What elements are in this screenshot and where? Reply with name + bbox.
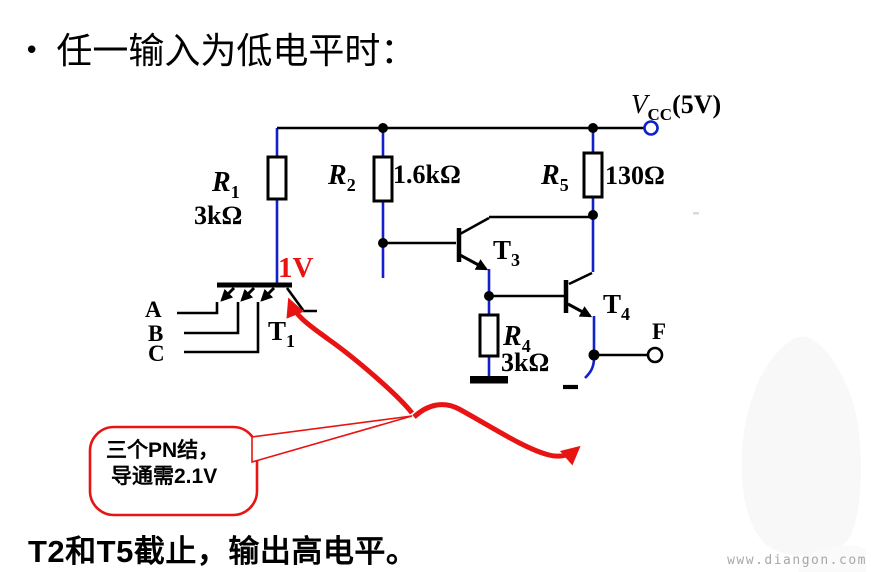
red-arrow-to-base — [286, 297, 414, 415]
t4-collector — [568, 271, 593, 286]
ground-symbol — [470, 376, 508, 384]
red-swoosh-arrow — [412, 402, 581, 466]
r1-value: 3kΩ — [194, 201, 242, 230]
callout-tail — [251, 415, 413, 464]
input-c-wire — [184, 302, 260, 354]
input-c-label: C — [148, 341, 165, 366]
slide-title: • 任一输入为低电平时： — [24, 28, 416, 74]
artifact-speck — [693, 212, 699, 215]
input-b-wire — [184, 302, 240, 335]
resistor-r2 — [372, 155, 394, 203]
r4-label: R4 — [502, 321, 531, 356]
r1-label: R1 — [211, 167, 240, 202]
r2-label: R2 — [327, 160, 356, 195]
t1-emitter-2 — [240, 286, 256, 302]
t1-emitter-1 — [220, 286, 236, 302]
callout-line1: 三个PN结， — [106, 439, 219, 462]
bullet-icon: • — [24, 36, 40, 66]
resistor-r5 — [582, 151, 604, 199]
blue-wires — [275, 128, 596, 379]
t4-emitter — [567, 302, 593, 318]
emitter-arrows — [220, 253, 593, 318]
conclusion-text: T2和T5截止，输出高电平。 — [28, 534, 418, 569]
watermark-url: www.diangon.com — [727, 553, 867, 568]
callout-bubble — [88, 425, 259, 517]
t3-collector — [459, 215, 591, 236]
resistor-r4 — [478, 313, 500, 358]
r2-value: 1.6kΩ — [393, 160, 461, 189]
output-terminal — [646, 346, 664, 364]
resistor-r1 — [266, 155, 288, 201]
input-a-label: A — [145, 297, 162, 322]
t3-emitter — [459, 253, 489, 271]
t1-emitter-3 — [260, 286, 276, 302]
vcc-label: VCC(5V) — [631, 89, 721, 124]
base-voltage-label: 1V — [278, 252, 314, 284]
vcc-terminal — [643, 120, 659, 136]
black-wires — [177, 126, 647, 390]
input-a-wire — [177, 302, 219, 315]
t3-label: T3 — [493, 235, 520, 270]
slide-title-text: 任一输入为低电平时： — [56, 31, 417, 71]
red-annotations: 三个PN结， 导通需2.1V — [88, 297, 581, 517]
output-f-label: F — [652, 319, 666, 344]
t1-label: T1 — [268, 316, 295, 351]
r5-label: R5 — [540, 160, 569, 195]
r5-value: 130Ω — [605, 161, 665, 190]
watermark-blob — [693, 212, 866, 572]
r4-value: 3kΩ — [501, 348, 549, 377]
resistors — [266, 151, 604, 358]
junction-dots — [378, 123, 600, 361]
t4-label: T4 — [603, 289, 630, 324]
input-b-label: B — [148, 321, 163, 346]
callout-line2: 导通需2.1V — [111, 465, 217, 488]
